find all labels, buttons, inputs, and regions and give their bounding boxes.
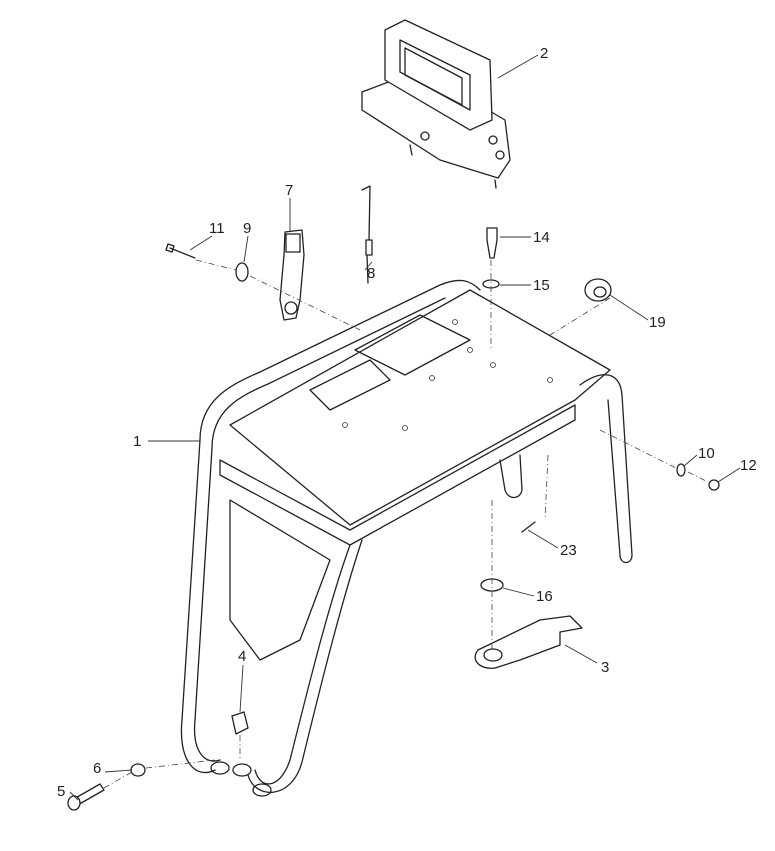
callout-5: 5 (57, 783, 65, 800)
part-2-bracket (361, 19, 511, 189)
callout-6: 6 (93, 760, 101, 777)
callout-11: 11 (209, 220, 225, 237)
callout-2: 2 (540, 45, 548, 62)
part-9-washer (235, 262, 249, 282)
part-7-latch (279, 229, 305, 321)
part-23-pin (521, 521, 536, 533)
callout-12: 12 (740, 457, 757, 474)
callout-8: 8 (367, 265, 375, 282)
callout-16: 16 (536, 588, 553, 605)
callout-7: 7 (285, 182, 293, 199)
part-19-grommet (584, 278, 612, 302)
part-11-bolt (165, 243, 196, 259)
part-1-frame (180, 279, 633, 797)
part-5-bolt (67, 783, 105, 811)
callout-4: 4 (238, 648, 246, 665)
part-6-washer (130, 763, 146, 777)
callout-19: 19 (649, 314, 666, 331)
callout-14: 14 (533, 229, 550, 246)
callout-23: 23 (560, 542, 577, 559)
part-10-washer (676, 463, 686, 477)
center-lines (103, 259, 709, 789)
callout-15: 15 (533, 277, 550, 294)
callout-9: 9 (243, 220, 251, 237)
part-4-clip (231, 711, 249, 735)
callout-3: 3 (601, 659, 609, 676)
leader-lines (69, 54, 741, 801)
callout-10: 10 (698, 445, 715, 462)
part-12-nut (708, 479, 720, 491)
part-14-screw (486, 227, 498, 259)
callout-1: 1 (133, 433, 141, 450)
part-8-pin (361, 185, 373, 284)
part-3-lever (474, 615, 583, 669)
